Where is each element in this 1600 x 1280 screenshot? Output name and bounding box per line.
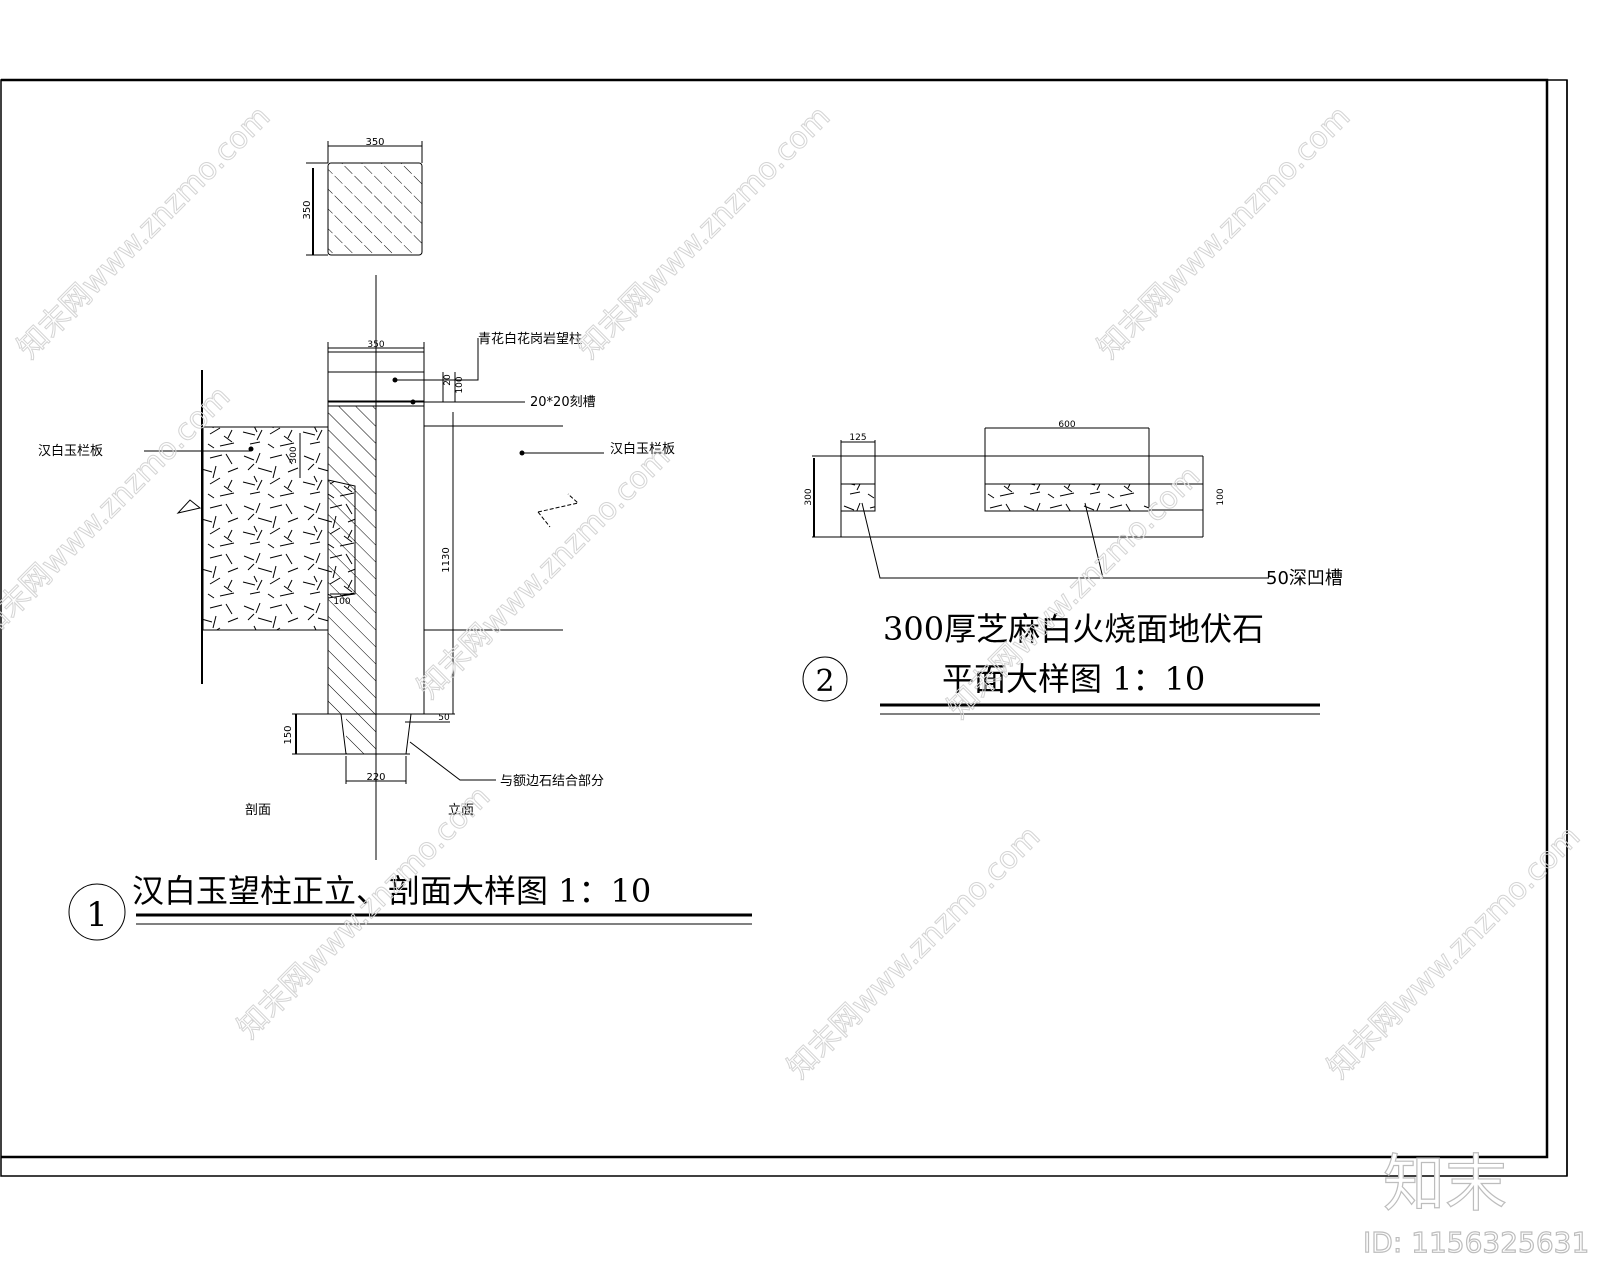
groove-small bbox=[840, 483, 876, 512]
detail-2-title-line1: 300厚芝麻白火烧面地伏石 bbox=[883, 610, 1264, 648]
label-column-material: 青花白花岗岩望柱 bbox=[478, 331, 582, 347]
label-base: 与额边石结合部分 bbox=[500, 774, 604, 789]
detail-2-title-block: 300厚芝麻白火烧面地伏石 平面大样图 1：10 2 bbox=[802, 610, 1320, 715]
watermark-text: 知末网www.znzmo.com bbox=[11, 99, 277, 365]
dim-1130: 1130 bbox=[441, 547, 452, 572]
brand-logo: 知末 bbox=[1383, 1147, 1507, 1220]
column-plan-view: 350 350 bbox=[302, 137, 423, 256]
detail-2-number: 2 bbox=[815, 664, 834, 699]
label-right-panel: 汉白玉栏板 bbox=[610, 441, 675, 457]
dim-plan-width: 350 bbox=[365, 137, 384, 148]
column-base: 150 50 220 bbox=[283, 713, 455, 784]
watermark-text: 知末网www.znzmo.com bbox=[781, 819, 1047, 1085]
watermark-text: 知末网www.znzmo.com bbox=[231, 779, 497, 1045]
watermark-text: 知末网www.znzmo.com bbox=[571, 99, 837, 365]
label-50-groove: 50深凹槽 bbox=[1266, 568, 1343, 589]
dim-100-d2: 100 bbox=[1216, 488, 1226, 505]
column-elevation bbox=[375, 405, 425, 715]
dim-cap-width: 350 bbox=[367, 340, 384, 350]
column-cap: 350 bbox=[327, 340, 425, 407]
brand-watermark: 知末 ID: 1156325631 bbox=[1362, 1146, 1589, 1259]
image-id: ID: 1156325631 bbox=[1363, 1226, 1589, 1259]
dim-300: 300 bbox=[289, 446, 299, 463]
dim-50: 50 bbox=[438, 713, 450, 723]
detail-2-title-line2: 平面大样图 1：10 bbox=[942, 660, 1205, 698]
dim-300-d2: 300 bbox=[804, 488, 814, 505]
detail-1-title: 汉白玉望柱正立、剖面大样图 1：10 bbox=[132, 872, 651, 910]
dim-600: 600 bbox=[1058, 420, 1075, 430]
label-elevation: 立面 bbox=[448, 803, 474, 818]
label-section: 剖面 bbox=[245, 803, 271, 818]
label-groove: 20*20刻槽 bbox=[530, 395, 596, 410]
dim-100: 100 bbox=[455, 376, 465, 393]
detail-1-drawing: 350 350 350 100 300 bbox=[38, 137, 752, 941]
detail-2-drawing: 125 600 300 100 50深凹槽 300厚芝麻白火烧面地伏石 平面大样… bbox=[802, 420, 1343, 715]
right-railing-elevation: 1130 bbox=[424, 412, 580, 714]
leader-lines bbox=[144, 338, 604, 781]
detail-1-title-block: 1 汉白玉望柱正立、剖面大样图 1：10 bbox=[68, 872, 752, 941]
groove-long bbox=[984, 483, 1150, 512]
left-railing-panel: 100 300 bbox=[176, 370, 356, 684]
label-left-panel: 汉白玉栏板 bbox=[38, 443, 103, 459]
dim-100-bottom: 100 bbox=[333, 597, 350, 607]
dim-220: 220 bbox=[366, 772, 385, 783]
detail-1-number: 1 bbox=[86, 895, 108, 935]
watermark-text: 知末网www.znzmo.com bbox=[1091, 99, 1357, 365]
dim-plan-height: 350 bbox=[302, 200, 313, 219]
sheet-border bbox=[0, 78, 1568, 1177]
dim-125: 125 bbox=[849, 433, 866, 443]
dim-150: 150 bbox=[283, 725, 294, 744]
